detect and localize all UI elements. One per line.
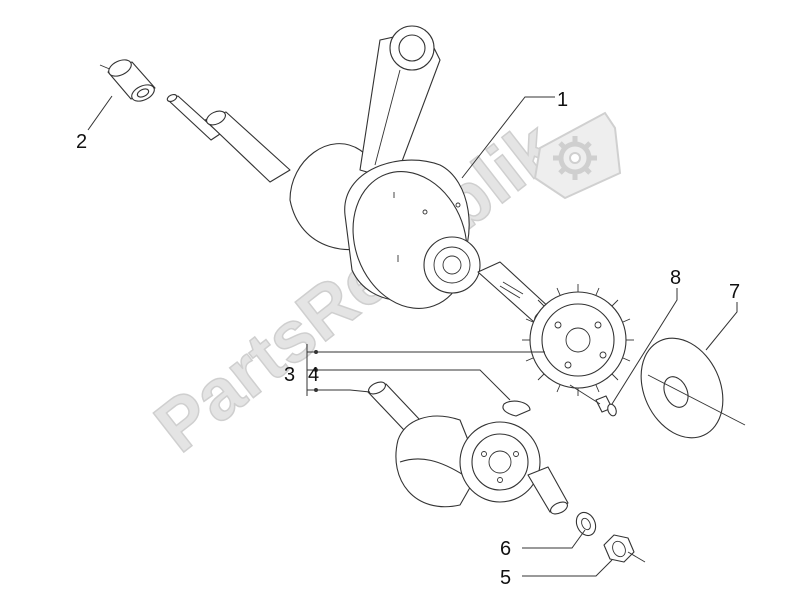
callout-5[interactable]: 5 — [500, 567, 511, 589]
part-8-screw[interactable] — [569, 384, 618, 417]
balancer-gear — [459, 421, 541, 503]
callout-7[interactable]: 7 — [729, 281, 740, 303]
balancer-shaft[interactable] — [367, 380, 570, 517]
leader-lines — [87, 95, 738, 577]
large-sprocket[interactable] — [522, 284, 634, 396]
callout-labels: 1 2 3 4 5 6 7 8 — [76, 89, 740, 589]
callout-6[interactable]: 6 — [500, 538, 511, 560]
callout-3[interactable]: 3 — [284, 364, 295, 386]
gear-icon — [533, 111, 622, 200]
crankshaft-timing-gear — [423, 236, 481, 294]
part-5-nut[interactable] — [603, 534, 646, 563]
callout-1[interactable]: 1 — [557, 89, 568, 111]
part-1-crankshaft[interactable] — [166, 25, 557, 326]
part-7-washer[interactable] — [626, 325, 746, 451]
part-6-washer[interactable] — [573, 509, 599, 538]
part-2-bushing[interactable] — [99, 57, 157, 105]
callout-4[interactable]: 4 — [308, 364, 319, 386]
callout-8[interactable]: 8 — [670, 267, 681, 289]
woodruff-key[interactable] — [502, 400, 531, 417]
callout-2[interactable]: 2 — [76, 131, 87, 153]
